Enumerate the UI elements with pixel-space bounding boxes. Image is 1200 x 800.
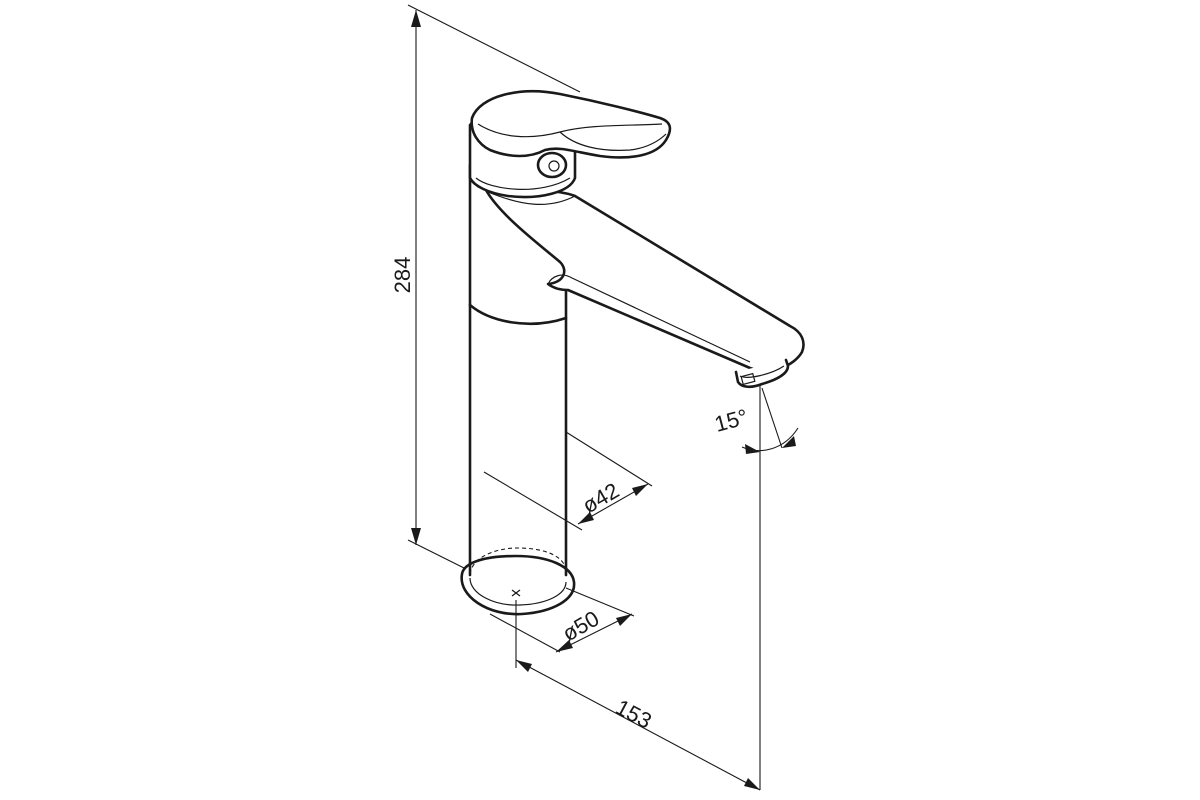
column-collar xyxy=(468,303,568,325)
aerator-slot xyxy=(740,372,756,386)
spout-top-edge xyxy=(487,191,576,205)
d50-arrow-a xyxy=(556,640,573,652)
d50-label: ø50 xyxy=(558,606,603,647)
aerator xyxy=(734,358,790,389)
lever-handle xyxy=(470,90,672,159)
d42-extension-right xyxy=(565,431,653,487)
base-hidden-edge xyxy=(469,547,567,575)
d42-arrow-b xyxy=(632,484,648,496)
reach-arrow-a xyxy=(516,660,532,672)
angle-label: 15° xyxy=(712,404,751,437)
base-inner-edge xyxy=(469,577,567,606)
base-center-mark-b xyxy=(511,589,521,597)
height-dimension: 284 xyxy=(390,4,581,576)
reach-dimension-line xyxy=(515,659,761,791)
reach-label: 153 xyxy=(612,694,656,733)
angle-flow-line xyxy=(761,387,783,449)
height-label: 284 xyxy=(390,257,415,294)
faucet-body xyxy=(460,90,805,616)
reach-dimension: 153 xyxy=(515,600,761,791)
spout-lower-edge xyxy=(547,274,751,363)
d42-arrow-a xyxy=(578,512,594,524)
d50-extension-left xyxy=(489,613,561,653)
d42-extension-left xyxy=(483,471,583,531)
indicator-cap xyxy=(536,151,568,179)
angle-arrow-right xyxy=(782,436,796,448)
lever-underside xyxy=(559,131,667,151)
d42-label: ø42 xyxy=(578,478,623,519)
angle-arrow-left xyxy=(745,444,760,454)
height-arrow-bottom xyxy=(411,528,421,545)
height-arrow-top xyxy=(411,10,421,27)
body-diameter-dimension: ø42 xyxy=(483,431,653,531)
indicator-dot-icon xyxy=(548,160,560,172)
reach-arrow-b xyxy=(744,778,760,790)
spout xyxy=(484,187,805,373)
cap-seam xyxy=(475,177,571,190)
d50-extension-right xyxy=(565,587,635,617)
height-extension-top xyxy=(407,4,581,93)
angle-dimension: 15° xyxy=(712,386,799,790)
d50-arrow-b xyxy=(616,614,632,626)
